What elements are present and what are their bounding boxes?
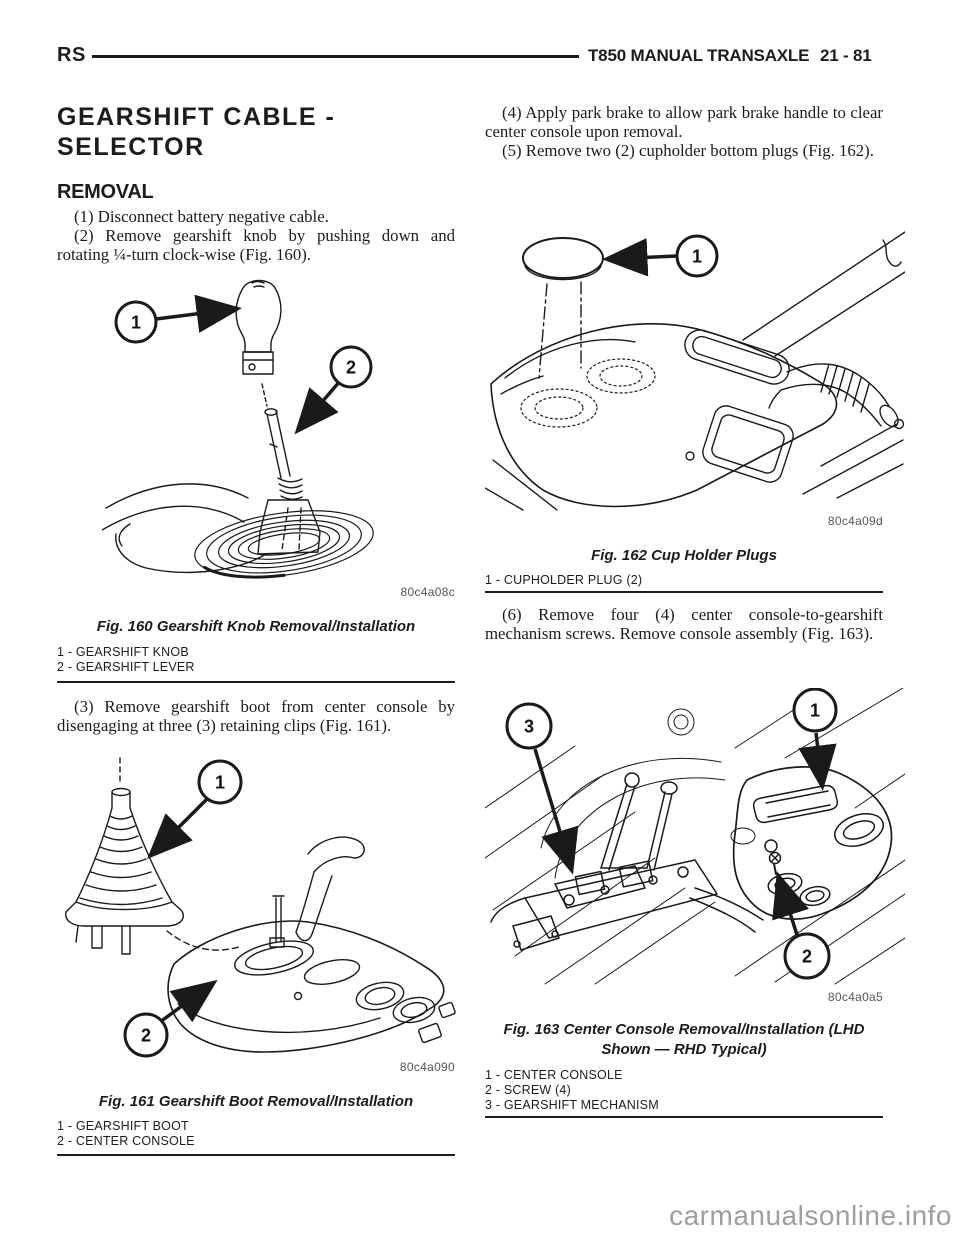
- fig163-callout-1: 1: [792, 688, 838, 791]
- figure-161: 1 2: [62, 746, 462, 1058]
- figure-160-code: 80c4a08c: [400, 585, 455, 599]
- figure-163-caption-line-2: Shown — RHD Typical): [601, 1041, 767, 1058]
- fig160-callout-2: 2: [294, 345, 373, 435]
- figure-161-caption: Fig. 161 Gearshift Boot Removal/Installa…: [98, 1093, 414, 1110]
- step-6: (6) Remove four (4) center console-to-ge…: [485, 605, 883, 643]
- legend-item: 3 - GEARSHIFT MECHANISM: [485, 1098, 659, 1112]
- figure-163-rule: [485, 1116, 883, 1118]
- figure-162-drawing: 1: [485, 231, 905, 511]
- step-2: (2) Remove gearshift knob by pushing dow…: [57, 226, 455, 264]
- fig161-callout-1-number: 1: [215, 773, 225, 793]
- figure-163-code: 80c4a0a5: [827, 990, 883, 1004]
- figure-162-rule: [485, 591, 883, 593]
- left-column: GEARSHIFT CABLE - SELECTOR REMOVAL (1) D…: [57, 0, 456, 1242]
- figure-161-code: 80c4a090: [399, 1060, 455, 1074]
- steps-4-5: (4) Apply park brake to allow park brake…: [485, 103, 883, 160]
- article-title: GEARSHIFT CABLE - SELECTOR: [57, 102, 335, 162]
- legend-item: 1 - CENTER CONSOLE: [485, 1068, 623, 1082]
- figure-163-legend: 1 - CENTER CONSOLE 2 - SCREW (4) 3 - GEA…: [485, 1068, 883, 1113]
- fig161-callout-1: 1: [147, 759, 243, 859]
- figure-162-caption: Fig. 162 Cup Holder Plugs: [591, 547, 777, 564]
- fig163-callout-3: 3: [505, 702, 579, 875]
- removal-heading: REMOVAL: [57, 181, 154, 203]
- figure-160-rule: [57, 681, 455, 683]
- step-5: (5) Remove two (2) cupholder bottom plug…: [502, 141, 874, 160]
- legend-item: 1 - CUPHOLDER PLUG (2): [485, 573, 643, 587]
- step-4: (4) Apply park brake to allow park brake…: [485, 103, 883, 141]
- article-title-line-1: GEARSHIFT CABLE -: [57, 103, 336, 131]
- figure-161-rule: [57, 1154, 455, 1156]
- step-1: (1) Disconnect battery negative cable.: [74, 207, 329, 226]
- steps-3: (3) Remove gearshift boot from center co…: [57, 697, 455, 735]
- header-edition: RS: [57, 44, 86, 66]
- watermark: carmanualsonline.info: [669, 1200, 952, 1231]
- legend-item: 1 - GEARSHIFT KNOB: [57, 645, 189, 659]
- figure-161-drawing: 1 2: [65, 757, 456, 1058]
- fig162-callout-1: 1: [602, 234, 719, 278]
- fig163-callout-1-number: 1: [810, 701, 820, 721]
- figure-163-caption: Fig. 163 Center Console Removal/Installa…: [485, 1020, 883, 1060]
- figure-163: 3 1 2: [485, 688, 905, 986]
- header-manual-title: T850 MANUAL TRANSAXLE: [588, 46, 810, 65]
- steps-1-2: (1) Disconnect battery negative cable. (…: [57, 207, 455, 264]
- figure-160-drawing: 1 2: [102, 279, 374, 579]
- fig162-callout-1-number: 1: [692, 247, 702, 267]
- figure-162-code: 80c4a09d: [827, 514, 883, 528]
- fig160-callout-1: 1: [114, 294, 242, 344]
- fig163-callout-2-number: 2: [802, 947, 812, 967]
- legend-item: 2 - SCREW (4): [485, 1083, 571, 1097]
- right-column: (4) Apply park brake to allow park brake…: [485, 0, 905, 1242]
- figure-160-legend: 1 - GEARSHIFT KNOB 2 - GEARSHIFT LEVER: [57, 645, 455, 675]
- header-page-number: 21 - 81: [820, 46, 872, 65]
- fig161-callout-2-number: 2: [141, 1026, 151, 1046]
- figure-160: 1 2: [102, 276, 447, 582]
- figure-163-caption-line-1: Fig. 163 Center Console Removal/Installa…: [503, 1021, 865, 1038]
- legend-item: 2 - GEARSHIFT LEVER: [57, 660, 195, 674]
- figure-161-legend: 1 - GEARSHIFT BOOT 2 - CENTER CONSOLE: [57, 1119, 455, 1149]
- header-rule: [92, 55, 579, 58]
- legend-item: 1 - GEARSHIFT BOOT: [57, 1119, 189, 1133]
- fig163-callout-3-number: 3: [524, 717, 534, 737]
- article-title-line-2: SELECTOR: [57, 133, 205, 161]
- step-3: (3) Remove gearshift boot from center co…: [57, 697, 455, 735]
- figure-162-legend: 1 - CUPHOLDER PLUG (2): [485, 573, 883, 588]
- legend-item: 2 - CENTER CONSOLE: [57, 1134, 195, 1148]
- figure-160-caption: Fig. 160 Gearshift Knob Removal/Installa…: [96, 618, 416, 635]
- figure-162: 1: [485, 228, 905, 512]
- steps-6: (6) Remove four (4) center console-to-ge…: [485, 605, 883, 643]
- fig161-callout-2: 2: [123, 979, 218, 1058]
- fig160-callout-2-number: 2: [346, 358, 356, 378]
- fig163-callout-2: 2: [772, 871, 831, 980]
- figure-163-drawing: 3 1 2: [485, 688, 905, 985]
- fig160-callout-1-number: 1: [131, 313, 141, 333]
